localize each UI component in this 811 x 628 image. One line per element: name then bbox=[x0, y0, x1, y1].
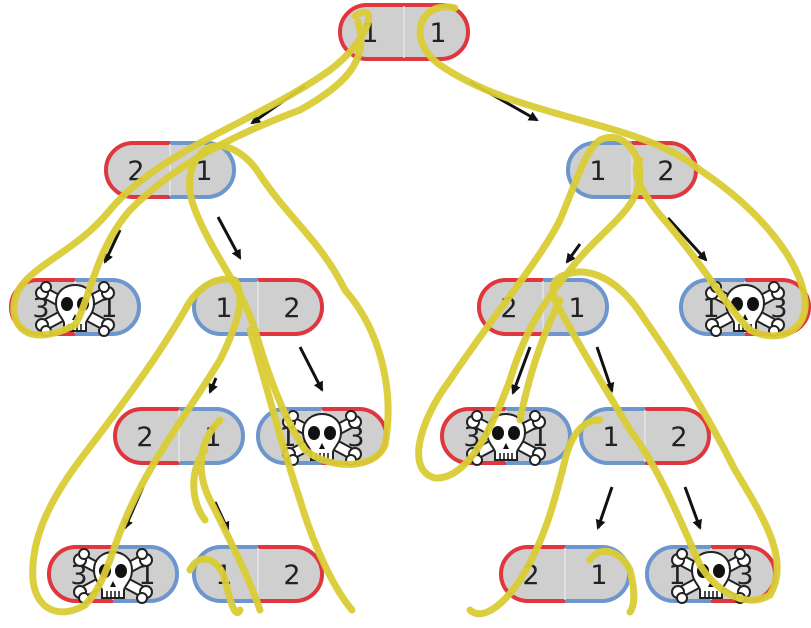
node-left-border bbox=[679, 278, 745, 336]
node-left-value: 1 bbox=[589, 156, 606, 187]
node-right-value: 2 bbox=[283, 560, 300, 591]
arrow bbox=[565, 243, 582, 264]
node-left-border bbox=[499, 545, 565, 603]
node-left-value: 2 bbox=[136, 422, 153, 453]
highlight-stroke bbox=[549, 268, 781, 604]
node-right-border bbox=[506, 407, 572, 465]
node-left-border bbox=[645, 545, 711, 603]
node-left-fill bbox=[566, 141, 632, 199]
node-left-value: 3 bbox=[32, 293, 49, 324]
node-left-value: 1 bbox=[668, 560, 685, 591]
node-right-border bbox=[258, 545, 324, 603]
arrow bbox=[595, 346, 615, 393]
highlight-stroke bbox=[29, 275, 244, 616]
node-right-border bbox=[179, 407, 245, 465]
node-left-border bbox=[477, 278, 543, 336]
arrow bbox=[511, 346, 532, 395]
node-left-border bbox=[256, 407, 322, 465]
node-right-border bbox=[645, 407, 711, 465]
node-right-value: 1 bbox=[195, 156, 212, 187]
highlight-strokes bbox=[10, 3, 809, 618]
node-left-border bbox=[579, 407, 645, 465]
node-right-border bbox=[543, 278, 609, 336]
node-left-value: 3 bbox=[70, 560, 87, 591]
node-right-value: 1 bbox=[590, 560, 607, 591]
node-left-border bbox=[47, 545, 113, 603]
node-right-fill bbox=[645, 407, 711, 465]
node-right-value: 1 bbox=[100, 293, 117, 324]
arrow bbox=[103, 229, 122, 264]
arrow bbox=[216, 216, 242, 260]
node-left-value: 1 bbox=[602, 422, 619, 453]
node-left-border bbox=[566, 141, 632, 199]
node-right-value: 2 bbox=[670, 422, 687, 453]
node-right-border bbox=[113, 545, 179, 603]
node-left-border bbox=[440, 407, 506, 465]
node-left-value: 1 bbox=[702, 293, 719, 324]
arrow bbox=[298, 346, 324, 392]
node-right-fill bbox=[565, 545, 631, 603]
highlight-stroke bbox=[186, 142, 392, 468]
node-right-value: 2 bbox=[283, 293, 300, 324]
highlight-stroke bbox=[10, 8, 373, 339]
node-right-border bbox=[75, 278, 141, 336]
node-right-value: 1 bbox=[531, 422, 548, 453]
node-right-value: 3 bbox=[770, 293, 787, 324]
highlight-stroke bbox=[416, 3, 809, 340]
node-right-fill bbox=[258, 545, 324, 603]
node-right-value: 2 bbox=[657, 156, 674, 187]
node-left-border bbox=[113, 407, 179, 465]
highlight-stroke bbox=[466, 296, 638, 618]
highlight-stroke bbox=[186, 416, 264, 616]
arrow bbox=[208, 377, 218, 394]
node-right-value: 3 bbox=[347, 422, 364, 453]
highlight-stroke bbox=[415, 134, 644, 482]
node-right-value: 1 bbox=[138, 560, 155, 591]
node-right-value: 1 bbox=[429, 18, 446, 49]
node-right-border bbox=[258, 278, 324, 336]
node-right-value: 3 bbox=[736, 560, 753, 591]
arrow bbox=[595, 486, 614, 530]
node-left-border bbox=[192, 545, 258, 603]
arrow bbox=[666, 216, 708, 262]
highlight-stroke bbox=[246, 326, 356, 614]
node-right-fill bbox=[258, 278, 324, 336]
arrow bbox=[683, 486, 702, 530]
node-left-value: 1 bbox=[215, 293, 232, 324]
node-right-value: 1 bbox=[568, 293, 585, 324]
node-right-fill bbox=[543, 278, 609, 336]
